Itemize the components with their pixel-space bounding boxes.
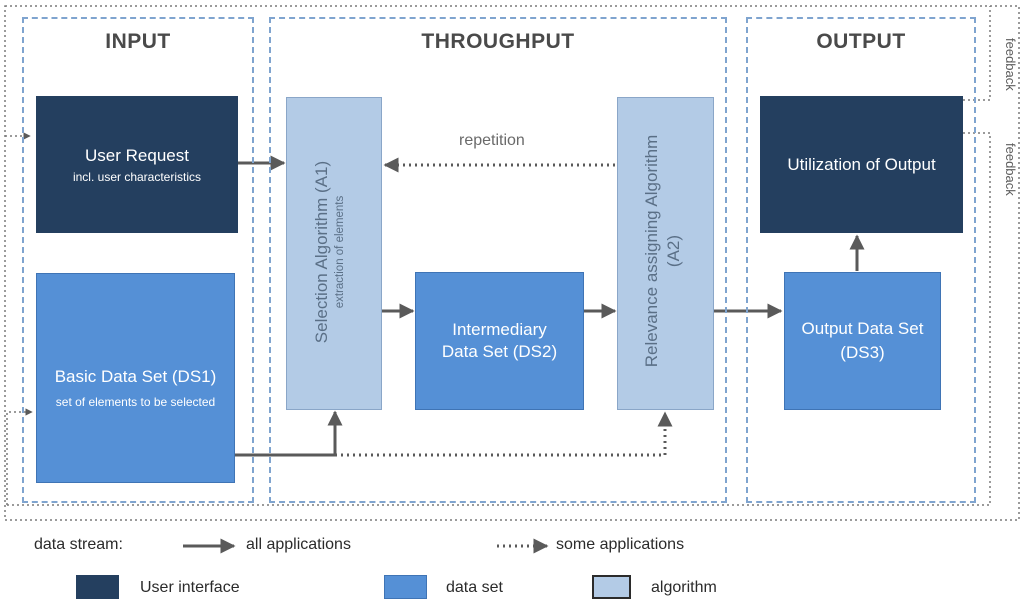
feedback-right-label: feedback xyxy=(1003,143,1018,196)
legend-swatch-data-set xyxy=(384,575,427,599)
legend-algorithm: algorithm xyxy=(651,579,717,596)
basic-data-set-box: Basic Data Set (DS1) set of elements to … xyxy=(36,273,235,483)
output-zone-title: OUTPUT xyxy=(816,30,906,53)
input-zone xyxy=(22,17,254,503)
selection-algorithm-title: Selection Algorithm (A1) xyxy=(312,160,331,344)
feedback-top-line xyxy=(963,6,991,101)
basic-data-set-title: Basic Data Set (DS1) xyxy=(54,367,217,386)
intermediary-data-set-box: Intermediary Data Set (DS2) xyxy=(415,272,584,410)
output-data-set-line1: Output Data Set xyxy=(801,319,924,338)
selection-algorithm-subtitle: extraction of elements xyxy=(334,195,346,309)
utilization-box: Utilization of Output xyxy=(760,96,963,233)
legend-user-interface: User interface xyxy=(140,579,240,596)
basic-data-set-subtitle: set of elements to be selected xyxy=(55,395,216,409)
legend-data-stream: data stream: xyxy=(34,536,123,553)
selection-algorithm-box xyxy=(286,97,382,410)
selection-algorithm-text: Selection Algorithm (A1) extraction of e… xyxy=(312,102,356,402)
relevance-algorithm-text: Relevance assigning Algorithm (A2) xyxy=(642,101,688,401)
user-request-box: User Request incl. user characteristics xyxy=(36,96,238,233)
intermediary-line1: Intermediary xyxy=(452,320,547,339)
user-request-subtitle: incl. user characteristics xyxy=(72,169,202,184)
relevance-algorithm-box xyxy=(617,97,714,410)
utilization-title: Utilization of Output xyxy=(787,154,936,174)
throughput-zone xyxy=(269,17,727,503)
output-zone xyxy=(746,17,976,503)
output-data-set-line2: (DS3) xyxy=(840,343,885,362)
legend-data-set: data set xyxy=(446,579,503,596)
legend-some-applications: some applications xyxy=(556,536,685,553)
user-request-title: User Request xyxy=(85,145,189,165)
feedback-ds1-line xyxy=(6,408,33,505)
relevance-algorithm-line2: (A2) xyxy=(664,234,683,268)
input-zone-title: INPUT xyxy=(105,30,171,53)
feedback-top-label: feedback xyxy=(1003,38,1018,91)
legend-swatch-user-interface xyxy=(76,575,119,599)
output-data-set-box: Output Data Set (DS3) xyxy=(784,272,941,410)
intermediary-line2: Data Set (DS2) xyxy=(441,342,558,361)
arrow-ds1-to-a2-dotted xyxy=(335,411,673,457)
relevance-algorithm-line1: Relevance assigning Algorithm xyxy=(642,134,661,368)
outer-dotted-frame xyxy=(4,5,1020,521)
feedback-right-line xyxy=(5,132,991,506)
legend-swatch-algorithm xyxy=(592,575,631,599)
repetition-label: repetition xyxy=(459,132,525,149)
throughput-zone-title: THROUGHPUT xyxy=(421,30,575,53)
legend-all-applications: all applications xyxy=(246,536,351,553)
